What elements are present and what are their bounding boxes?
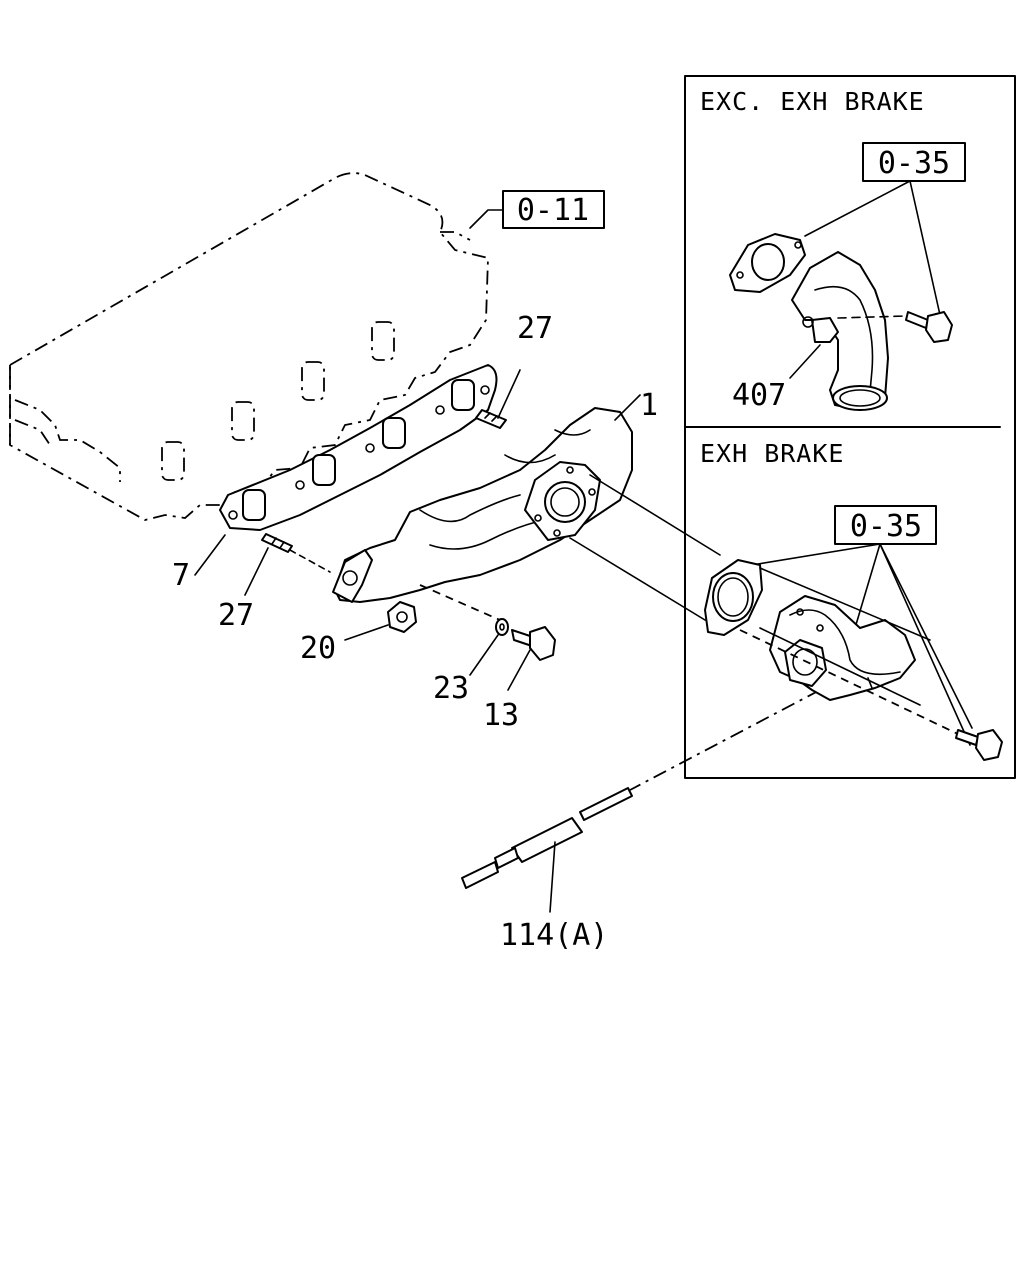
manifold-gasket	[194, 364, 498, 576]
bolt-axis	[419, 584, 501, 621]
stud-lower	[244, 533, 331, 596]
label-407: 407	[732, 378, 786, 413]
ref-box-bottom: 0-35	[751, 505, 973, 746]
label-114a: 114(A)	[500, 918, 608, 953]
label-20: 20	[300, 631, 336, 666]
label-7: 7	[172, 558, 190, 593]
ref-0-35-bottom: 0-35	[850, 509, 922, 544]
exhaust-brake-valve	[704, 559, 1003, 761]
bolt	[507, 626, 556, 691]
label-1: 1	[640, 388, 658, 423]
label-13: 13	[483, 698, 519, 733]
label-27-upper: 27	[517, 311, 553, 346]
vacuum-hose	[461, 689, 821, 913]
exhaust-manifold	[332, 394, 641, 603]
ref-box-head: 0-11	[469, 190, 605, 229]
label-27-lower: 27	[218, 598, 254, 633]
exhaust-pipe-elbow	[729, 233, 953, 411]
variant-panel	[684, 75, 1016, 779]
label-23: 23	[433, 671, 469, 706]
leader-flange-bottom	[569, 537, 706, 621]
ref-0-11: 0-11	[517, 193, 589, 228]
ref-0-35-top: 0-35	[878, 146, 950, 181]
nut	[344, 601, 417, 641]
leader-flange-top	[589, 474, 721, 556]
stud-upper	[475, 369, 521, 429]
cylinder-head-outline	[9, 172, 489, 521]
section-title-exc-exh-brake: EXC. EXH BRAKE	[700, 87, 925, 116]
ref-box-top: 0-35	[804, 142, 966, 316]
section-title-exh-brake: EXH BRAKE	[700, 439, 844, 468]
washer	[469, 618, 509, 676]
